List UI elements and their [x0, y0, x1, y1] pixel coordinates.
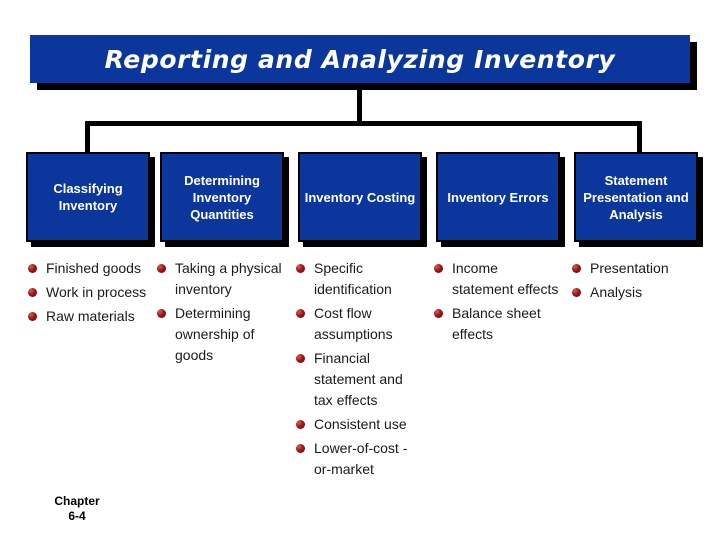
title-banner: Reporting and Analyzing Inventory	[30, 35, 690, 83]
connector-elbow-right	[637, 121, 642, 153]
box-face[interactable]: Inventory Costing	[298, 152, 422, 242]
list-item-text: Finished goods	[46, 260, 141, 276]
list-item: Work in process	[26, 282, 154, 303]
list-item: Presentation	[570, 258, 710, 279]
bullet-dot-icon	[296, 444, 305, 453]
bullet-dot-icon	[296, 309, 305, 318]
category-box-row: Classifying Inventory Determining Invent…	[26, 152, 708, 247]
bullet-dot-icon	[572, 264, 581, 273]
list-item-text: Cost flow assumptions	[314, 305, 393, 342]
category-box-label: Classifying Inventory	[53, 181, 123, 213]
list-item-text: Taking a physical inventory	[175, 260, 282, 297]
list-item-text: Raw materials	[46, 308, 135, 324]
list-item-text: Determining ownership of goods	[175, 305, 255, 363]
list-item: Balance sheet effects	[432, 303, 562, 345]
list-item: Taking a physical inventory	[155, 258, 285, 300]
bullet-dot-icon	[28, 288, 37, 297]
list-item-text: Presentation	[590, 260, 669, 276]
list-item: Analysis	[570, 282, 710, 303]
chapter-label: Chapter	[54, 494, 100, 508]
list-item-text: Work in process	[46, 284, 147, 300]
bullet-column-determining-inventory-quantities: Taking a physical inventory Determining …	[155, 258, 285, 369]
box-face[interactable]: Inventory Errors	[436, 152, 560, 242]
bullet-dot-icon	[296, 420, 305, 429]
category-box-label: Inventory Costing	[304, 189, 416, 205]
chapter-footer: Chapter 6-4	[22, 494, 132, 524]
category-box-statement-presentation-and-analysis[interactable]: Statement Presentation and Analysis	[574, 152, 703, 247]
bullet-dot-icon	[157, 309, 166, 318]
bullet-list: Taking a physical inventory Determining …	[155, 258, 285, 366]
list-item-text: Income statement effects	[452, 260, 559, 297]
list-item: Consistent use	[294, 414, 424, 435]
list-item: Financial statement and tax effects	[294, 348, 424, 411]
category-box-inventory-costing[interactable]: Inventory Costing	[298, 152, 427, 247]
list-item-text: Consistent use	[314, 416, 407, 432]
list-item-text: Analysis	[590, 284, 643, 300]
bullet-column-statement-presentation-and-analysis: Presentation Analysis	[570, 258, 710, 306]
list-item-text: Balance sheet effects	[452, 305, 541, 342]
connector-elbow-left	[85, 121, 90, 153]
list-item: Specific identification	[294, 258, 424, 300]
connector-stem-vertical	[357, 90, 362, 124]
bullet-list: Specific identification Cost flow assump…	[294, 258, 424, 480]
list-item: Determining ownership of goods	[155, 303, 285, 366]
list-item-text: Financial statement and tax effects	[314, 350, 403, 408]
category-box-inventory-errors[interactable]: Inventory Errors	[436, 152, 565, 247]
connector-horizontal-bus	[85, 121, 642, 126]
bullet-column-inventory-errors: Income statement effects Balance sheet e…	[432, 258, 562, 348]
bullet-dot-icon	[434, 264, 443, 273]
page-title: Reporting and Analyzing Inventory	[104, 44, 616, 74]
box-face[interactable]: Classifying Inventory	[26, 152, 150, 242]
bullet-column-classifying-inventory: Finished goods Work in process Raw mater…	[26, 258, 154, 330]
bullet-dot-icon	[28, 264, 37, 273]
bullet-dot-icon	[28, 312, 37, 321]
box-face[interactable]: Statement Presentation and Analysis	[574, 152, 698, 242]
category-box-label: Inventory Errors	[447, 189, 549, 205]
bullet-column-inventory-costing: Specific identification Cost flow assump…	[294, 258, 424, 483]
list-item: Lower-of-cost -or-market	[294, 438, 424, 480]
category-box-label: Statement Presentation and Analysis	[583, 172, 689, 222]
category-box-label: Determining Inventory Quantities	[184, 172, 260, 222]
list-item: Income statement effects	[432, 258, 562, 300]
bullet-list: Presentation Analysis	[570, 258, 710, 303]
bullet-columns: Finished goods Work in process Raw mater…	[0, 258, 720, 518]
category-box-determining-inventory-quantities[interactable]: Determining Inventory Quantities	[160, 152, 289, 247]
list-item-text: Lower-of-cost -or-market	[314, 440, 408, 477]
bullet-dot-icon	[157, 264, 166, 273]
bullet-dot-icon	[434, 309, 443, 318]
bullet-dot-icon	[572, 288, 581, 297]
list-item-text: Specific identification	[314, 260, 392, 297]
bullet-dot-icon	[296, 354, 305, 363]
bullet-list: Finished goods Work in process Raw mater…	[26, 258, 154, 327]
list-item: Raw materials	[26, 306, 154, 327]
list-item: Finished goods	[26, 258, 154, 279]
bullet-list: Income statement effects Balance sheet e…	[432, 258, 562, 345]
category-box-classifying-inventory[interactable]: Classifying Inventory	[26, 152, 155, 247]
chapter-number: 6-4	[68, 509, 86, 523]
list-item: Cost flow assumptions	[294, 303, 424, 345]
box-face[interactable]: Determining Inventory Quantities	[160, 152, 284, 242]
bullet-dot-icon	[296, 264, 305, 273]
